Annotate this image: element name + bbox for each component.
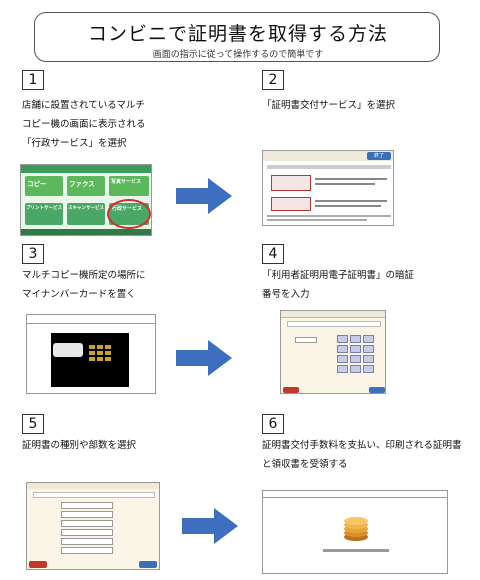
tile-copy[interactable]: コピー xyxy=(25,176,63,196)
step-1-text: 店舗に設置されているマルチ コピー機の画面に表示される 「行政サービス」を選択 xyxy=(22,100,146,149)
screenshot-step-2: 終了 xyxy=(262,150,394,226)
step-6-text: 証明書交付手数料を支払い、印刷される証明書 と領収書を受領する xyxy=(262,440,462,470)
tile-print[interactable]: プリントサービス xyxy=(25,203,63,225)
tile-label: プリントサービス xyxy=(26,206,62,211)
screenshot-step-4 xyxy=(280,310,386,394)
tile-scan[interactable]: スキャンサービス xyxy=(67,203,105,225)
pin-field[interactable] xyxy=(295,337,317,343)
screen-footer-bar xyxy=(21,229,151,235)
payment-instruction-line xyxy=(323,549,389,552)
screenshot-step-3 xyxy=(26,314,156,394)
certificate-option[interactable] xyxy=(61,520,113,527)
text-line xyxy=(267,219,367,221)
certificate-option[interactable] xyxy=(61,538,113,545)
step-4-text: 「利用者証明用電子証明書」の暗証 番号を入力 xyxy=(262,270,415,300)
page-title: コンビニで証明書を取得する方法 xyxy=(87,23,388,45)
screenshot-step-1: コピー ファクス 写真サービス プリントサービス スキャンサービス 行政サービス xyxy=(20,164,152,236)
next-button[interactable] xyxy=(369,387,385,393)
end-button[interactable]: 終了 xyxy=(367,152,391,160)
step-5-number: 5 xyxy=(22,414,44,434)
tile-photo[interactable]: 写真サービス xyxy=(109,176,149,196)
screen-header-bar xyxy=(27,483,159,489)
screen-header-bar xyxy=(21,165,151,173)
step-1-number: 1 xyxy=(22,70,44,90)
certificate-option[interactable] xyxy=(61,511,113,518)
text-line xyxy=(315,200,387,202)
screen-header-bar xyxy=(281,311,385,318)
step-3-number: 3 xyxy=(22,244,44,264)
tile-label: コピー xyxy=(27,180,47,188)
screen-header-bar xyxy=(27,315,155,324)
certificate-option[interactable] xyxy=(61,547,113,554)
step-4-number: 4 xyxy=(262,244,284,264)
step-3-text: マルチコピー機所定の場所に マイナンバーカードを置く xyxy=(22,270,146,300)
step-2-text: 「証明書交付サービス」を選択 xyxy=(262,100,396,111)
screen-header-bar xyxy=(263,151,393,161)
step-5-text: 証明書の種別や部数を選択 xyxy=(22,440,137,451)
hand-icon xyxy=(53,343,83,357)
card-reader-image xyxy=(51,333,129,387)
tile-label: ファクス xyxy=(69,180,95,188)
screenshot-step-6 xyxy=(262,490,448,574)
back-button[interactable] xyxy=(283,387,299,393)
back-button[interactable] xyxy=(29,561,47,568)
text-line xyxy=(267,215,391,217)
step-6-number: 6 xyxy=(262,414,284,434)
keypad-icon xyxy=(89,345,111,367)
instruction-box xyxy=(287,321,381,327)
screen-header-bar xyxy=(263,491,447,498)
tile-label: スキャンサービス xyxy=(68,206,104,211)
right-arrow-icon xyxy=(176,340,232,376)
right-arrow-icon xyxy=(176,178,232,214)
instruction-box xyxy=(33,492,155,498)
right-arrow-icon xyxy=(182,508,238,544)
tile-label: 写真サービス xyxy=(111,179,142,185)
text-line xyxy=(315,183,375,185)
title-box: コンビニで証明書を取得する方法 画面の指示に従って操作するので簡単です xyxy=(34,12,440,62)
coin-stack-icon xyxy=(344,517,368,541)
text-line xyxy=(315,178,387,180)
tile-fax[interactable]: ファクス xyxy=(67,176,105,196)
certificate-option[interactable] xyxy=(61,529,113,536)
step-2-number: 2 xyxy=(262,70,284,90)
pin-keypad xyxy=(337,335,375,385)
certificate-service-button[interactable] xyxy=(271,175,311,191)
instruction-line xyxy=(267,165,391,169)
screenshot-step-5 xyxy=(26,482,160,570)
certificate-option[interactable] xyxy=(61,502,113,509)
text-line xyxy=(315,205,381,207)
highlight-circle xyxy=(107,199,151,229)
other-service-button[interactable] xyxy=(271,197,311,211)
page-subtitle: 画面の指示に従って操作するので簡単です xyxy=(152,50,324,60)
next-button[interactable] xyxy=(139,561,157,568)
